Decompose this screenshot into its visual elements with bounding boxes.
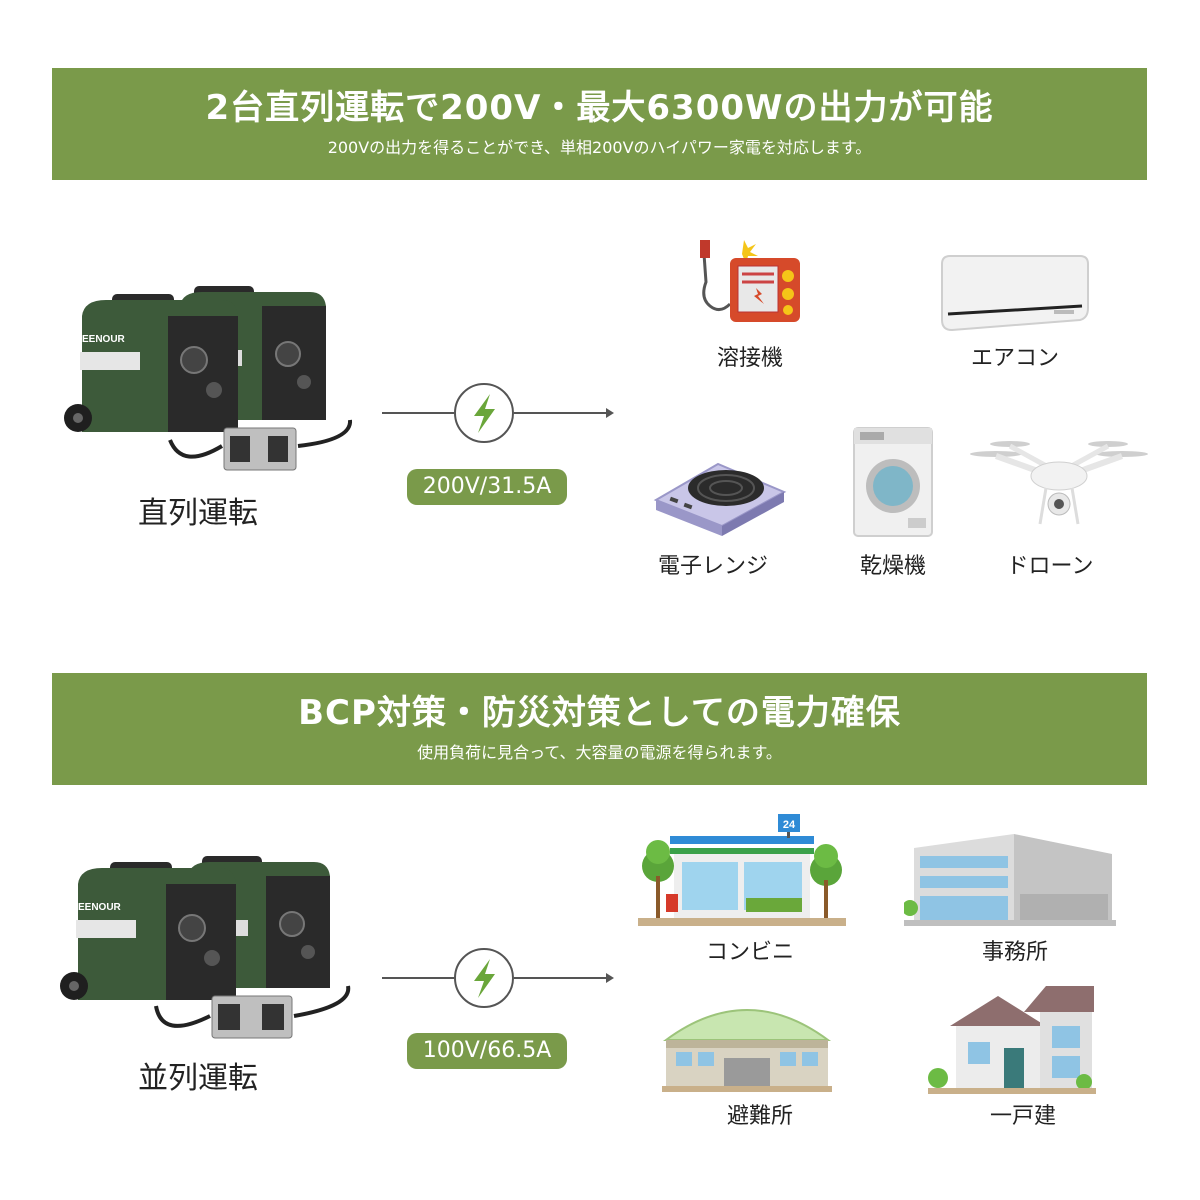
generator-brand-text: EENOUR bbox=[82, 334, 126, 345]
shelter-gym-icon bbox=[662, 990, 832, 1092]
drone-icon bbox=[966, 440, 1152, 530]
section2-subtitle: 使用負荷に見合って、大容量の電源を得られます。 bbox=[417, 743, 782, 762]
parallel-generators-image: EENOUR bbox=[52, 840, 382, 1050]
section2-title: BCP対策・防災対策としての電力確保 bbox=[298, 693, 901, 733]
parallel-mode-label: 並列運転 bbox=[138, 1061, 258, 1096]
series-generators-image: EENOUR bbox=[52, 270, 382, 480]
device-label-drone: ドローン bbox=[1006, 554, 1094, 579]
device-label-house: 一戸建 bbox=[989, 1104, 1056, 1129]
store-sign-text: 24 bbox=[783, 819, 796, 831]
washer-dryer-icon bbox=[852, 426, 934, 538]
lightning-bolt-icon bbox=[474, 959, 495, 998]
device-label-dryer: 乾燥機 bbox=[859, 554, 926, 579]
power-flow-arrow bbox=[378, 943, 618, 1013]
device-label-store: コンビニ bbox=[705, 940, 794, 965]
parallel-kit bbox=[168, 419, 353, 471]
parallel-rating-badge: 100V/66.5A bbox=[407, 1033, 567, 1069]
convenience-store-icon: 24 bbox=[638, 812, 846, 926]
section1-title: 2台直列運転で200V・最大6300Wの出力が可能 bbox=[205, 88, 994, 128]
house-icon bbox=[928, 982, 1096, 1094]
power-flow-arrow bbox=[378, 378, 618, 448]
device-label-shelter: 避難所 bbox=[726, 1104, 793, 1129]
device-label-office: 事務所 bbox=[981, 940, 1048, 965]
parallel-kit bbox=[154, 985, 351, 1039]
generator-front: EENOUR bbox=[60, 862, 236, 1000]
device-label-welder: 溶接機 bbox=[716, 346, 783, 371]
generator-brand-text: EENOUR bbox=[78, 902, 122, 913]
induction-cooker-icon bbox=[652, 444, 788, 536]
section1-subtitle: 200Vの出力を得ることができ、単相200Vのハイパワー家電を対応します。 bbox=[327, 138, 872, 157]
device-label-aircon: エアコン bbox=[970, 346, 1059, 371]
welder-icon bbox=[696, 234, 806, 330]
series-rating-badge: 200V/31.5A bbox=[407, 469, 567, 505]
office-building-icon bbox=[904, 832, 1116, 926]
generator-front: EENOUR bbox=[64, 294, 238, 432]
device-label-microwave: 電子レンジ bbox=[657, 554, 768, 579]
series-mode-label: 直列運転 bbox=[138, 496, 258, 531]
lightning-bolt-icon bbox=[474, 394, 495, 433]
air-conditioner-icon bbox=[936, 252, 1092, 334]
section1-banner: 2台直列運転で200V・最大6300Wの出力が可能 200Vの出力を得ることがで… bbox=[52, 68, 1147, 180]
section2-banner: BCP対策・防災対策としての電力確保 使用負荷に見合って、大容量の電源を得られま… bbox=[52, 673, 1147, 785]
